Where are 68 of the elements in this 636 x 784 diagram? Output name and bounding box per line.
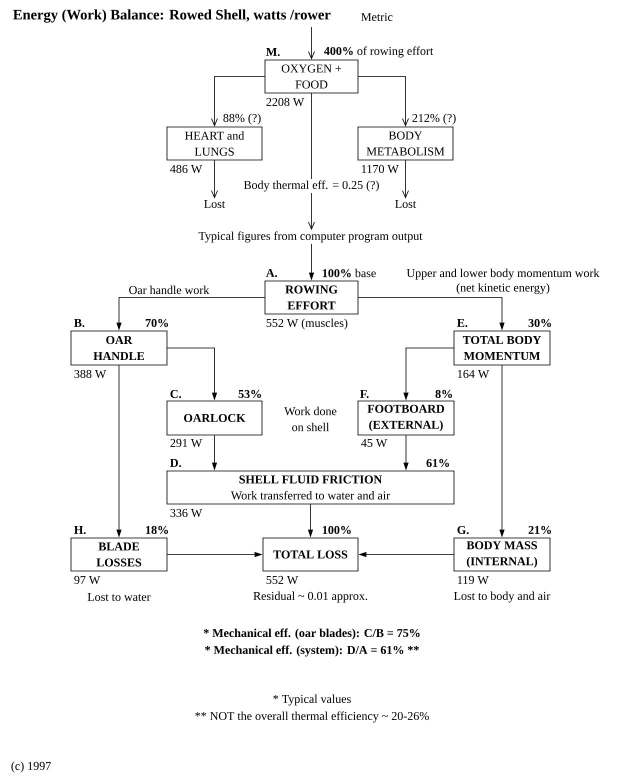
power-label: 2208 W	[266, 98, 304, 106]
process-box: TOTAL LOSS	[262, 538, 358, 572]
node-letter: G.	[457, 526, 469, 534]
footnote: * Typical values	[273, 694, 351, 706]
power-label: 336 W	[170, 508, 202, 518]
note-text: Residual ~ 0.01 approx.	[253, 592, 368, 602]
power-label: 291 W	[170, 438, 202, 448]
percentage-label: 18%	[146, 526, 168, 534]
node-letter: A.	[266, 268, 278, 278]
note-text: Work done on shell	[284, 406, 336, 432]
power-label: 97 W	[74, 576, 100, 584]
process-box: ROWING EFFORT	[264, 280, 358, 314]
process-box: FOOTBOARD (EXTERNAL)	[358, 400, 454, 436]
edge-label: Upper and lower body momentum work (net kinetic energy)	[406, 268, 600, 294]
node-letter: C.	[170, 390, 182, 398]
note-text: Lost	[395, 200, 416, 208]
power-label: 119 W	[458, 576, 489, 584]
power-label: 164 W	[458, 370, 490, 378]
arrow	[211, 76, 265, 127]
node-letter: B.	[74, 319, 84, 328]
percentage-label: 21%	[528, 526, 551, 534]
note-text: Lost	[204, 200, 226, 208]
process-box: HEART and LUNGS	[166, 126, 262, 160]
process-box: BODY METABOLISM	[358, 126, 454, 160]
arrow	[402, 160, 409, 199]
arrow	[308, 93, 315, 230]
power-label: 1170 W	[362, 164, 399, 174]
footnote: * Mechanical eff. (oar blades): C/B = 75%	[204, 628, 420, 640]
percentage-label: 212% (?)	[412, 114, 456, 124]
node-letter: D.	[170, 459, 182, 468]
node-letter: F.	[360, 390, 369, 398]
footnote: ** NOT the overall thermal efficiency ~ 20-26%	[195, 711, 429, 723]
arrow	[358, 76, 409, 127]
power-label: 552 W	[266, 576, 298, 584]
process-box: BLADE LOSSES	[70, 538, 168, 572]
process-box: OXYGEN + FOOD	[264, 60, 358, 94]
note-text: Typical figures from computer program output	[198, 231, 422, 243]
process-box: BODY MASS (INTERNAL)	[454, 538, 550, 572]
process-box: OARLOCK	[166, 400, 262, 436]
node-letter: H.	[74, 526, 86, 534]
percentage-label: 8%	[436, 390, 452, 398]
percentage-label: 88% (?)	[223, 114, 261, 124]
power-label: 552 W (muscles)	[266, 318, 348, 330]
edge-label: Oar handle work	[129, 286, 210, 294]
edge-label: Body thermal eff. = 0.25 (?)	[242, 178, 381, 194]
percentage-label: 100% base	[322, 268, 376, 278]
process-box: SHELL FLUID FRICTION Work transferred to water and air	[166, 470, 454, 504]
arrow	[211, 160, 218, 199]
process-box: OAR HANDLE	[70, 330, 168, 366]
note-text: Lost to body and air	[454, 592, 550, 602]
note-text: Lost to water	[88, 593, 151, 601]
percentage-label: 53%	[238, 390, 261, 398]
footnote: * Mechanical eff. (system): D/A = 61% **	[205, 645, 419, 657]
power-label: 45 W	[361, 438, 388, 448]
arrow	[308, 26, 315, 60]
title: Energy (Work) Balance: Rowed Shell, watts /rower	[13, 9, 330, 23]
percentage-label: 70%	[146, 318, 168, 328]
node-letter: E.	[457, 319, 468, 328]
percentage-label: 30%	[528, 318, 551, 328]
process-box: TOTAL BODY MOMENTUM	[454, 330, 550, 366]
power-label: 486 W	[170, 164, 202, 174]
node-letter: M.	[266, 48, 280, 56]
copyright-text: (c) 1997	[11, 762, 51, 772]
power-label: 388 W	[74, 370, 106, 378]
percentage-label: 400% of rowing effort	[324, 46, 434, 58]
unit-label: Metric	[361, 12, 393, 22]
percentage-label: 100%	[322, 526, 351, 534]
percentage-label: 61%	[426, 458, 449, 468]
